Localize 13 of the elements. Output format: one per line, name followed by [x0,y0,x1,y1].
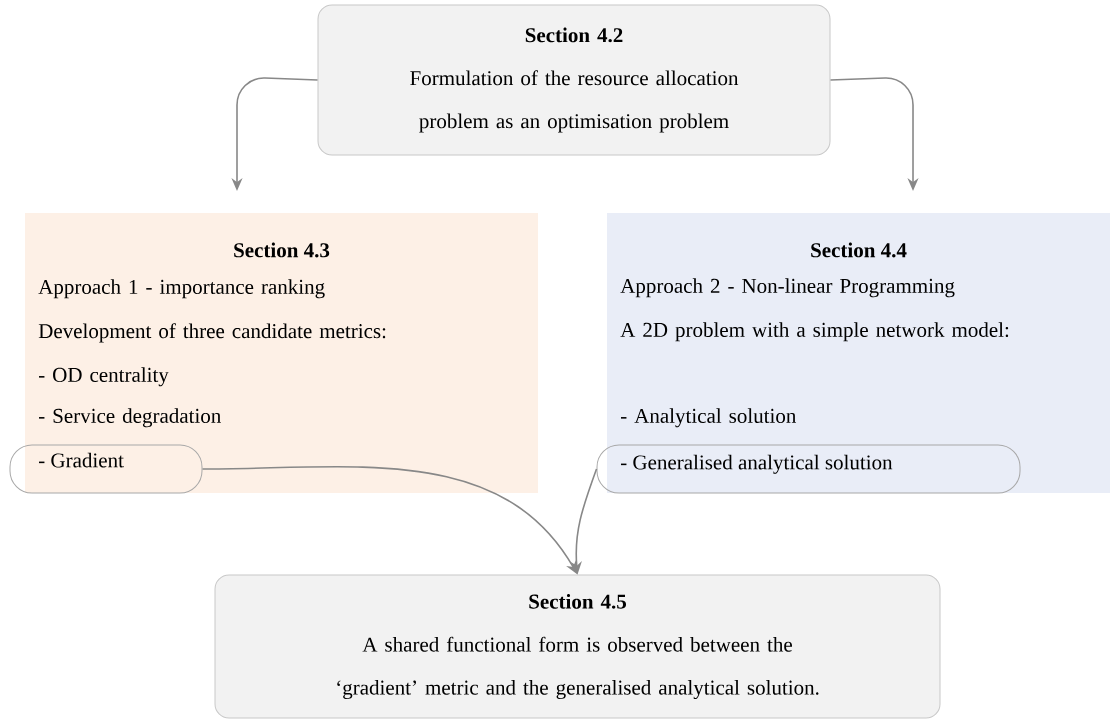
section-heading: Section 4.4 [811,242,907,258]
text-line: Development of three candidate metrics: [38,323,386,343]
text-line: A 2D problem with a simple network model: [620,322,1009,342]
text-line: - Service degradation [39,408,221,428]
section-heading: Section 4.3 [234,242,330,258]
section-box: Section 4.5 A shared functional form is observed between the ‘gradient’ metric and the generalised analytical solution. [214,574,941,719]
section-box: Section 4.2 Formulation of the resource allocation problem as an optimisation problem [317,4,831,156]
text-line: - Analytical solution [621,408,797,428]
text-line: - OD centrality [39,367,169,387]
text-line: Approach 1 - importance ranking [38,279,325,299]
text-line: Approach 2 - Non-linear Programming [620,278,955,298]
highlight-pill: - Gradient [9,444,203,494]
highlight-pill: - Generalised analytical solution [596,444,1021,494]
